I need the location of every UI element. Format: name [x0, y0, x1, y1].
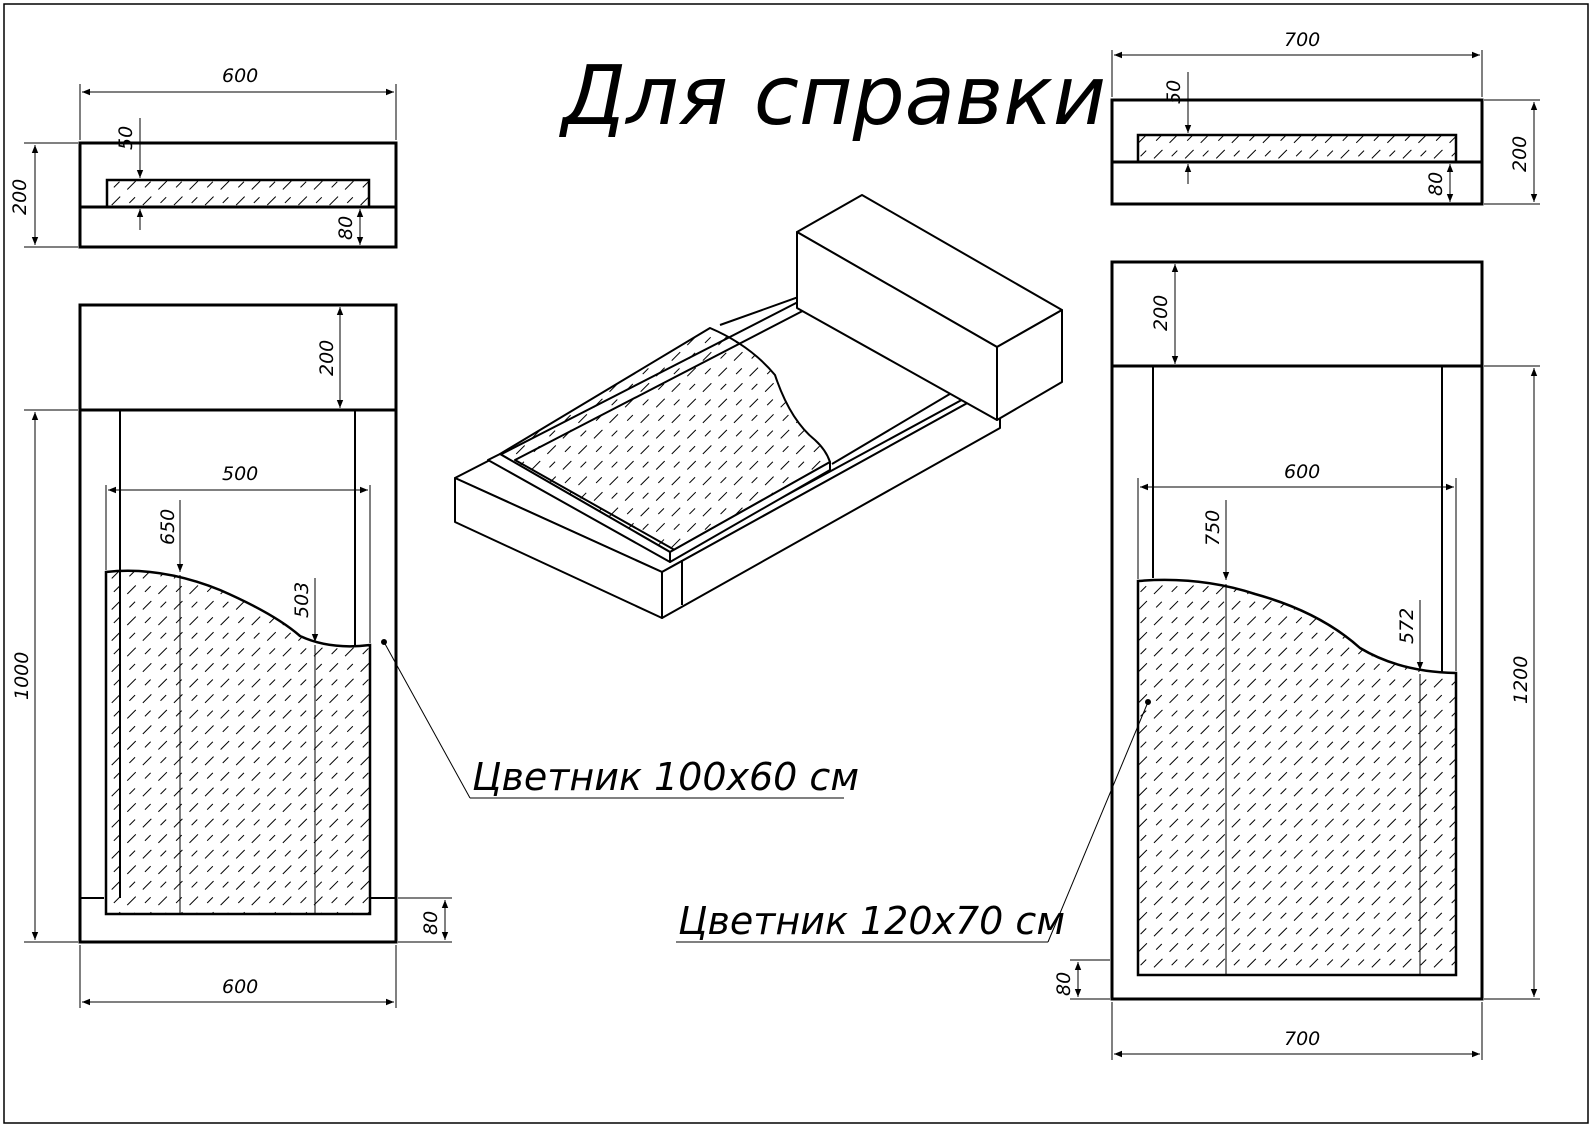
large-top-height-label: 200 [1509, 136, 1531, 172]
note-flowerbed-large: Цветник 120х70 см [678, 899, 1065, 943]
small-plan-min-length-label: 503 [291, 582, 313, 618]
small-plan-frame-label: 80 [420, 911, 442, 935]
small-top-view [78, 141, 398, 249]
large-plan [1110, 260, 1484, 1001]
small-plan-stele-label: 200 [316, 340, 338, 376]
large-plan-outer-width-label: 700 [1284, 1028, 1320, 1050]
small-plan [78, 303, 398, 944]
large-plan-dimensions [1070, 264, 1540, 1060]
large-plan-total-length-label: 1200 [1510, 656, 1532, 704]
large-top-base-label: 80 [1425, 172, 1447, 196]
large-plan-max-length-label: 750 [1202, 510, 1224, 546]
small-top-height-label: 200 [9, 179, 31, 215]
large-plan-min-length-label: 572 [1396, 608, 1418, 644]
isometric-view [454, 194, 1063, 619]
large-top-width-label: 700 [1284, 29, 1320, 51]
note-flowerbed-small: Цветник 100х60 см [472, 755, 859, 799]
large-plan-frame-label: 80 [1053, 972, 1075, 996]
sheet-border [3, 3, 1589, 1124]
leader-large [676, 699, 1151, 943]
small-plan-inner-width-label: 500 [222, 463, 258, 485]
small-plan-max-length-label: 650 [157, 509, 179, 545]
small-plan-total-length-label: 1000 [11, 652, 33, 700]
small-plan-dimensions [24, 307, 452, 1008]
small-top-width-label: 600 [222, 65, 258, 87]
large-top-view [1110, 98, 1484, 206]
page-title: Для справки [559, 49, 1106, 144]
small-top-base-label: 80 [335, 216, 357, 240]
small-top-slab-label: 50 [115, 126, 137, 150]
small-top-dimensions [24, 84, 397, 248]
large-plan-inner-width-label: 600 [1284, 461, 1320, 483]
large-top-dimensions [1111, 50, 1540, 205]
leader-small [381, 639, 844, 799]
large-top-slab-label: 50 [1163, 80, 1185, 104]
small-plan-outer-width-label: 600 [222, 976, 258, 998]
large-plan-stele-label: 200 [1150, 295, 1172, 331]
